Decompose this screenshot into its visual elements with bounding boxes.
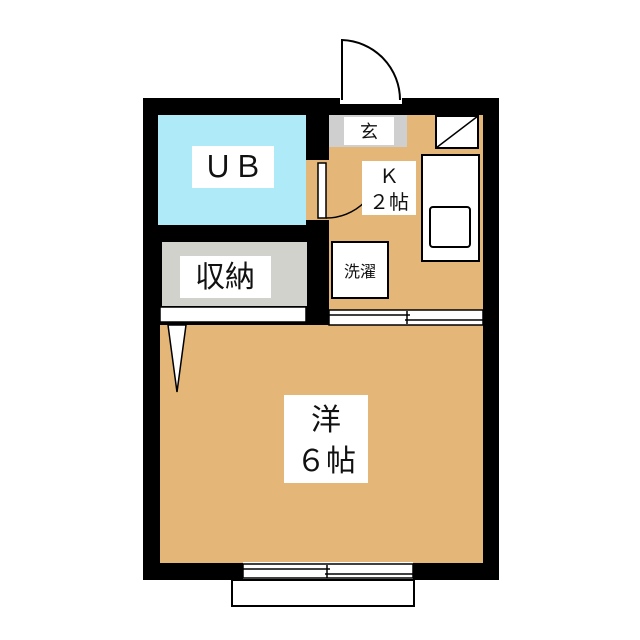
washer-label: 洗濯 xyxy=(344,262,376,281)
unit-bath-label-bg xyxy=(192,146,274,188)
bath-door-leaf xyxy=(317,162,327,219)
entrance-label: 玄 xyxy=(360,122,378,143)
entrance-floor xyxy=(344,117,394,145)
western-room-door xyxy=(167,324,187,393)
unit-bath-label: ＵＢ xyxy=(203,150,263,185)
storage-label-bg xyxy=(180,256,271,298)
balcony-window-frame xyxy=(242,563,414,579)
kitchen-sliding-door-track xyxy=(328,309,484,326)
shoe-closet-diagonal xyxy=(435,115,479,149)
kitchen-label-line1: Ｋ xyxy=(379,164,399,188)
western-room-label-line2: ６帖 xyxy=(296,444,356,479)
storage-label: 収納 xyxy=(195,260,255,295)
western-room-label-line1: 洋 xyxy=(311,403,341,438)
balcony xyxy=(231,579,415,607)
kitchen-sink xyxy=(429,206,471,248)
entrance-door-swing xyxy=(341,38,401,101)
washer-space xyxy=(331,241,389,299)
storage-door-track xyxy=(159,306,307,323)
kitchen-label-bg xyxy=(362,161,416,215)
kitchen-label-line2: ２帖 xyxy=(369,190,409,214)
western-room-label-bg xyxy=(284,395,368,483)
